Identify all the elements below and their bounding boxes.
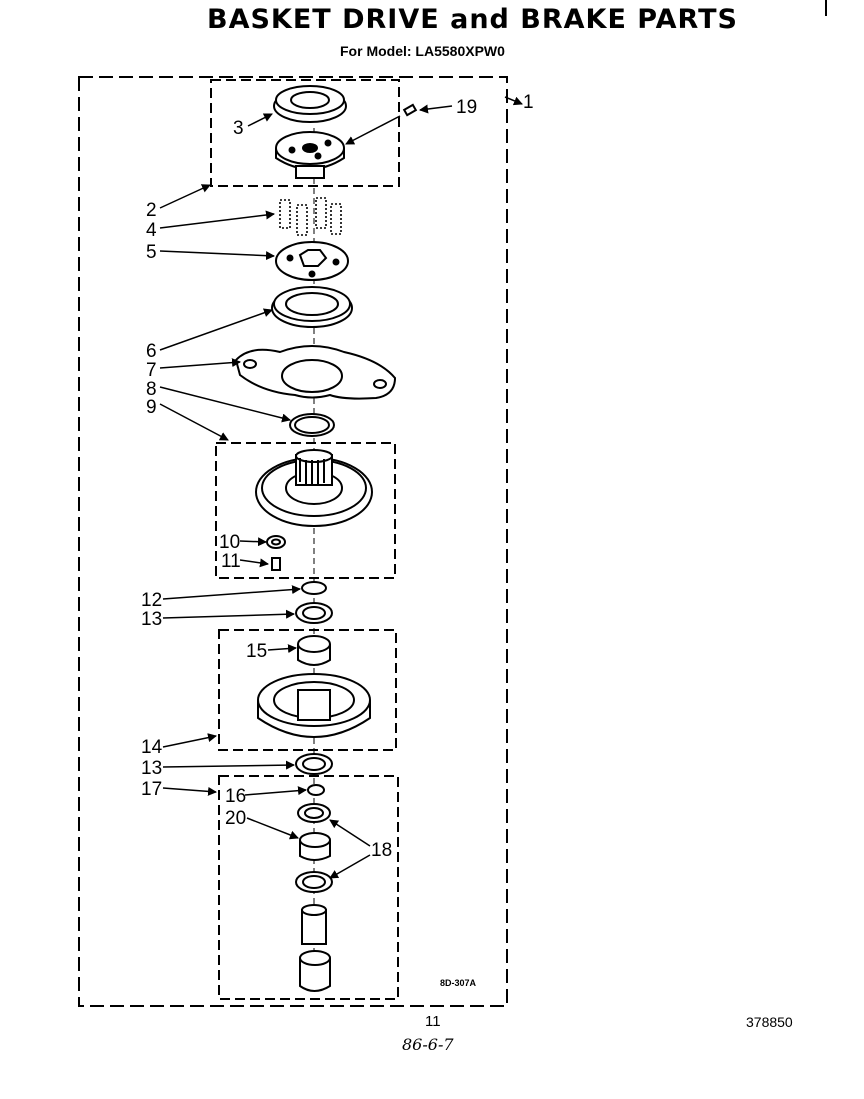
drive-spline xyxy=(301,904,327,945)
callout-20: 20 xyxy=(225,808,246,829)
callout-6: 6 xyxy=(146,341,157,362)
part-19-pin xyxy=(402,103,418,117)
part-5-plate xyxy=(275,241,349,281)
callout-19: 19 xyxy=(456,97,477,118)
part-number: 378850 xyxy=(746,1014,793,1030)
callout-1: 1 xyxy=(523,92,534,113)
part-9-hub xyxy=(255,449,373,527)
callout-18: 18 xyxy=(371,840,392,861)
page-number: 11 xyxy=(425,1013,441,1030)
subassembly-box-17 xyxy=(218,775,399,1000)
part-3-washer xyxy=(273,85,347,123)
callout-8: 8 xyxy=(146,379,157,400)
part-2-brake-cam xyxy=(275,131,345,179)
part-18-bearing-lower xyxy=(295,871,333,893)
callout-16: 16 xyxy=(225,786,246,807)
part-7-bracket xyxy=(234,345,397,400)
subassembly-box-2 xyxy=(210,79,400,187)
callout-14: 14 xyxy=(141,737,163,758)
callout-2: 2 xyxy=(146,200,157,221)
part-14-pulley xyxy=(257,673,371,738)
drive-tube xyxy=(299,950,331,992)
part-13-bearing-upper xyxy=(295,602,333,624)
diagram-title-text: BASKET DRIVE and BRAKE PARTS xyxy=(207,4,738,35)
callout-11: 11 xyxy=(221,551,241,572)
assembly-outline xyxy=(78,76,508,1007)
callout-15: 15 xyxy=(246,641,267,662)
callout-17: 17 xyxy=(141,779,162,800)
part-15-bushing xyxy=(297,635,331,666)
callout-13-lower: 13 xyxy=(141,758,162,779)
part-20-sleeve xyxy=(299,832,331,861)
subassembly-box-9 xyxy=(215,442,396,579)
part-4-springs xyxy=(279,197,342,236)
callout-5: 5 xyxy=(146,242,157,263)
callout-13-upper: 13 xyxy=(141,609,162,630)
callout-3: 3 xyxy=(233,118,244,139)
callout-12: 12 xyxy=(141,590,162,611)
part-10-washer xyxy=(266,535,286,549)
part-18-bearing-upper xyxy=(297,803,331,823)
part-11-screw xyxy=(271,557,281,571)
part-8-snap-ring xyxy=(289,413,335,437)
model-line: For Model: LA5580XPW0 xyxy=(340,43,505,59)
callout-9: 9 xyxy=(146,397,157,418)
drawing-code: 8D-307A xyxy=(440,978,477,988)
callout-7: 7 xyxy=(146,360,157,381)
callout-4: 4 xyxy=(146,220,157,241)
subassembly-box-14 xyxy=(218,629,397,751)
part-16-cap xyxy=(307,784,325,796)
part-12-ring xyxy=(301,581,327,595)
part-13-bearing-lower xyxy=(295,753,333,775)
callout-10: 10 xyxy=(219,532,240,553)
leader-lines xyxy=(159,96,523,879)
handwritten-date: 86-6-7 xyxy=(402,1035,454,1054)
part-6-ring xyxy=(271,286,353,328)
